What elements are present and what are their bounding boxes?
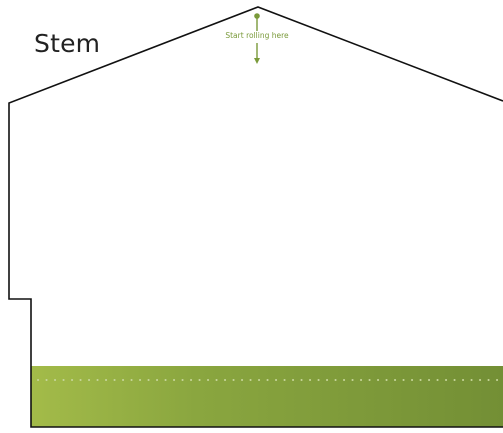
start-rolling-label: Start rolling here (225, 31, 289, 40)
template-outline (8, 6, 503, 428)
diagram-title: Stem (34, 29, 101, 58)
green-band (31, 366, 503, 427)
pin-with-down-arrow-icon (254, 13, 260, 64)
